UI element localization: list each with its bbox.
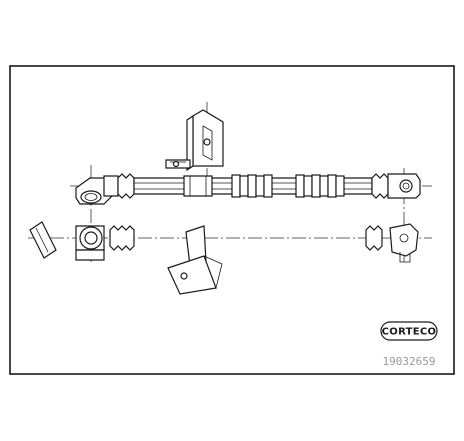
mounting-bracket xyxy=(165,109,224,172)
drawing-frame xyxy=(9,65,455,375)
fitting-end-view-right xyxy=(365,223,419,263)
logo-text: CORTECO xyxy=(382,327,437,338)
bracket-end-view xyxy=(167,225,223,295)
hose-assembly-upper xyxy=(75,173,421,205)
banjo-end-view xyxy=(75,225,135,261)
fitting-side-view-left xyxy=(29,221,57,259)
brand-logo: CORTECO xyxy=(380,321,438,341)
hose-sleeve-ribs xyxy=(231,174,345,198)
part-number: 19032659 xyxy=(383,355,436,368)
